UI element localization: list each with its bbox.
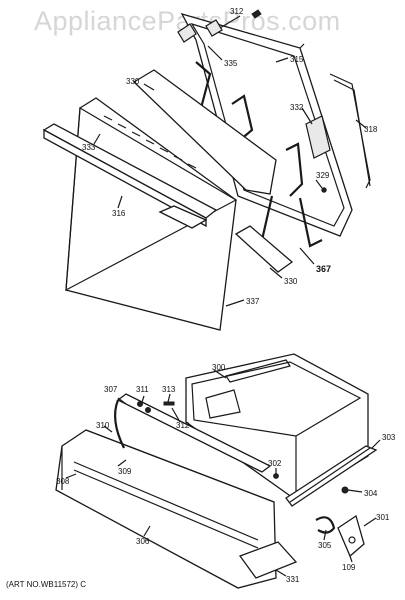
label-337: 337	[246, 297, 260, 306]
label-312-top: 312	[230, 7, 244, 16]
label-303: 303	[382, 433, 396, 442]
label-330-bottom: 330	[284, 277, 298, 286]
label-315: 315	[290, 55, 304, 64]
label-330-top: 330	[126, 77, 140, 86]
leader-lines	[65, 15, 381, 577]
door-handle	[42, 123, 218, 229]
insulation-panel-top	[132, 69, 277, 195]
label-304: 304	[364, 489, 378, 498]
door-vent-slots	[103, 115, 197, 169]
label-300: 300	[212, 363, 226, 372]
clip-305	[315, 516, 336, 534]
label-308: 308	[56, 477, 70, 486]
insulation-panel-bottom	[234, 225, 294, 273]
drawer-bottom-panel	[238, 541, 298, 579]
label-309: 309	[118, 467, 132, 476]
label-333: 333	[82, 143, 96, 152]
door-gasket-strip	[329, 73, 371, 189]
broiler-drawer-body	[185, 353, 369, 501]
drawer-front-panel	[55, 429, 277, 589]
label-109: 109	[342, 563, 356, 572]
label-318: 318	[364, 125, 378, 134]
label-335: 335	[224, 59, 238, 68]
label-310: 310	[96, 421, 110, 430]
label-311: 311	[136, 385, 149, 394]
label-302: 302	[268, 459, 282, 468]
bracket-332	[305, 115, 331, 159]
label-331: 331	[286, 575, 300, 584]
label-329: 329	[316, 171, 330, 180]
art-number-note: (ART NO.WB11572) C	[6, 580, 87, 589]
label-313: 313	[162, 385, 176, 394]
label-301: 301	[376, 513, 390, 522]
drawer-front-hardware	[137, 401, 175, 413]
label-367: 367	[316, 264, 331, 274]
label-312-bottom: 312	[176, 421, 190, 430]
drawer-inner-panel	[113, 393, 272, 473]
hinge-top	[177, 9, 262, 43]
drawer-slide-rail	[285, 445, 378, 507]
bracket-301	[337, 514, 365, 558]
door-liner-frame	[180, 12, 353, 237]
label-332: 332	[290, 103, 304, 112]
label-305: 305	[318, 541, 332, 550]
part-labels: 312 335 315 330 332 318 333 329 316 367 …	[56, 7, 396, 584]
label-306: 306	[136, 537, 150, 546]
screw-329	[321, 187, 327, 193]
label-307: 307	[104, 385, 118, 394]
rail-hardware-302	[273, 473, 279, 479]
screw-304	[341, 486, 349, 494]
label-316: 316	[112, 209, 126, 218]
